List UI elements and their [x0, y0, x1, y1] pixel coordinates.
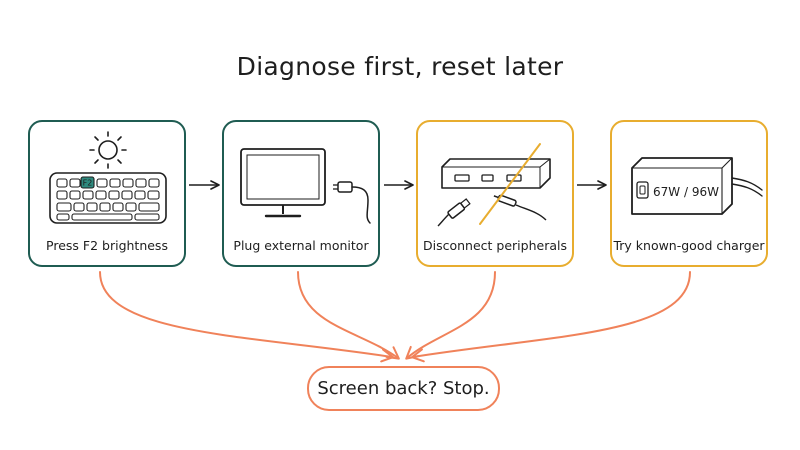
outcome-box: Screen back? Stop.: [307, 366, 500, 411]
arrow-step2-to-outcome: [297, 271, 400, 360]
outcome-label: Screen back? Stop.: [317, 378, 490, 399]
keyboard-sun-icon: F2: [48, 130, 167, 224]
f2-key-label: F2: [82, 178, 92, 187]
arrow-step1-to-outcome: [99, 271, 394, 363]
step-card-brightness: F2 Press F2 brightness: [28, 120, 186, 267]
f2-key: [79, 175, 95, 189]
step-card-monitor: Plug external monitor: [222, 120, 380, 267]
monitor-cable-icon: [239, 147, 371, 224]
arrow-step3-to-outcome: [405, 271, 496, 360]
usb-hub-unplug-icon: [437, 142, 551, 226]
step-label: Press F2 brightness: [46, 238, 168, 253]
arrow-step4-to-outcome: [411, 271, 691, 363]
step-card-charger: 67W / 96W Try known-good charger: [610, 120, 768, 267]
charger-wattage-label: 67W / 96W: [653, 185, 719, 199]
step-label: Disconnect peripherals: [423, 238, 567, 253]
step-label: Plug external monitor: [233, 238, 369, 253]
step-card-peripherals: Disconnect peripherals: [416, 120, 574, 267]
diagram-title: Diagnose first, reset later: [236, 52, 564, 81]
step-label: Try known-good charger: [613, 238, 765, 253]
strike-through-line: [478, 142, 541, 225]
charger-brick-icon: 67W / 96W: [630, 156, 763, 215]
